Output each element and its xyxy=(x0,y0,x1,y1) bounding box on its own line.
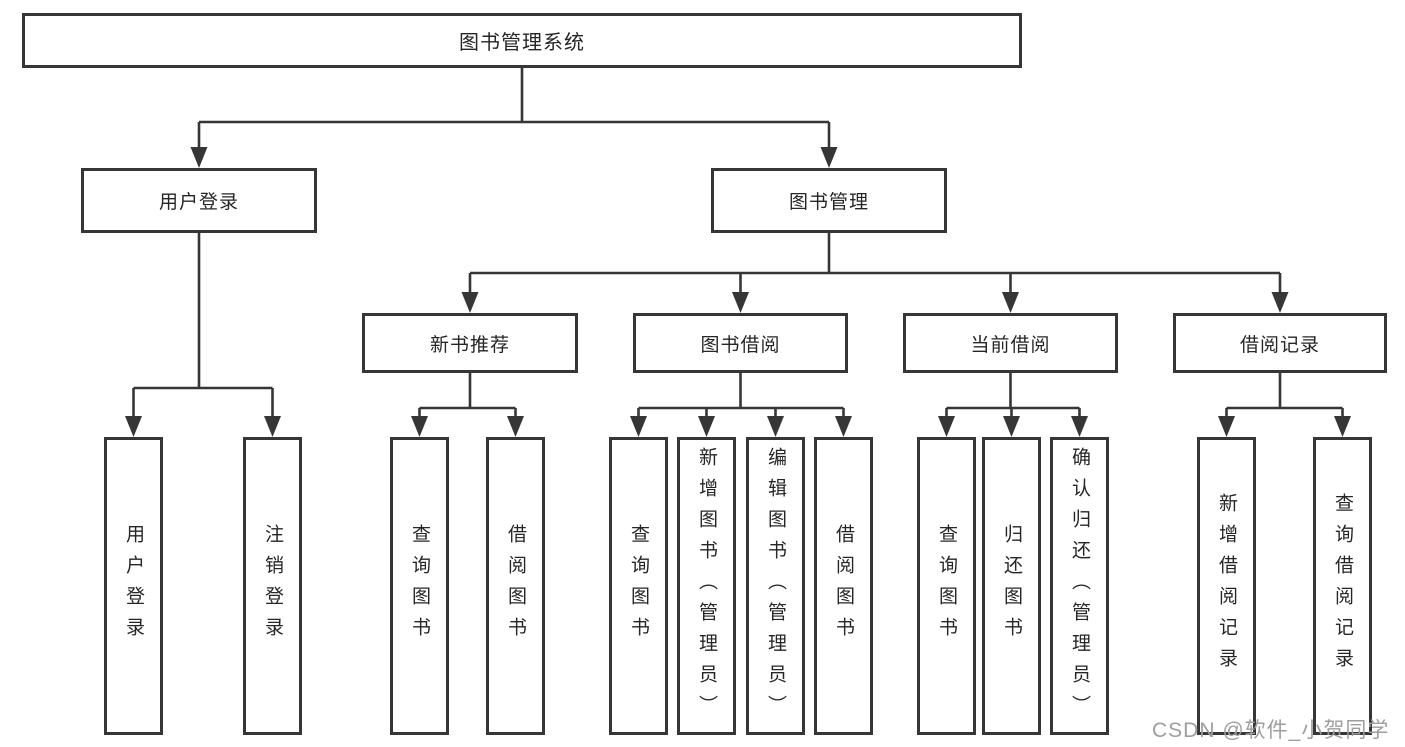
node-user-login: 用户登录 xyxy=(81,168,317,233)
node-edit-books-admin: 编辑图书（管理员） xyxy=(746,437,805,735)
node-add-borrowing-record: 新增借阅记录 xyxy=(1197,437,1256,735)
node-label: 注销登录 xyxy=(262,524,283,648)
watermark: CSDN @软件_小贺同学 xyxy=(1152,719,1390,742)
node-label: 查询借阅记录 xyxy=(1332,493,1353,679)
node-label: 查询图书 xyxy=(936,524,957,648)
node-add-books-admin: 新增图书（管理员） xyxy=(677,437,736,735)
node-label: 当前借阅 xyxy=(970,334,1051,356)
node-label: 查询图书 xyxy=(409,524,430,648)
node-label: 查询图书 xyxy=(628,524,649,648)
node-query-books-current: 查询图书 xyxy=(917,437,976,735)
node-label: 用户登录 xyxy=(123,524,144,648)
node-confirm-return-admin: 确认归还（管理员） xyxy=(1050,437,1109,735)
node-label: 编辑图书（管理员） xyxy=(765,446,786,726)
node-query-books-borrowing: 查询图书 xyxy=(609,437,668,735)
node-label: 新书推荐 xyxy=(429,334,510,356)
node-logout: 注销登录 xyxy=(243,437,302,735)
node-label: 新增图书（管理员） xyxy=(696,446,717,726)
node-library-management-system: 图书管理系统 xyxy=(22,13,1022,68)
node-query-borrowing-record: 查询借阅记录 xyxy=(1313,437,1372,735)
node-label: 确认归还（管理员） xyxy=(1069,446,1090,726)
node-book-management: 图书管理 xyxy=(711,168,947,233)
node-query-books-recommend: 查询图书 xyxy=(390,437,449,735)
node-label: 归还图书 xyxy=(1001,524,1022,648)
node-new-book-recommendation: 新书推荐 xyxy=(362,313,578,373)
node-label: 借阅图书 xyxy=(505,524,526,648)
node-label: 借阅记录 xyxy=(1239,334,1320,356)
node-label: 图书管理 xyxy=(788,192,869,213)
node-borrow-books-recommend: 借阅图书 xyxy=(486,437,545,735)
node-borrow-books-borrowing: 借阅图书 xyxy=(814,437,873,735)
node-label: 借阅图书 xyxy=(833,524,854,648)
node-book-borrowing: 图书借阅 xyxy=(633,313,848,373)
node-borrowing-records: 借阅记录 xyxy=(1173,313,1387,373)
node-return-books: 归还图书 xyxy=(982,437,1041,735)
node-label: 图书管理系统 xyxy=(459,32,585,54)
node-user-login-action: 用户登录 xyxy=(104,437,163,735)
node-label: 用户登录 xyxy=(158,192,239,213)
node-label: 新增借阅记录 xyxy=(1216,493,1237,679)
node-current-borrowing: 当前借阅 xyxy=(903,313,1118,373)
node-label: 图书借阅 xyxy=(700,334,781,356)
